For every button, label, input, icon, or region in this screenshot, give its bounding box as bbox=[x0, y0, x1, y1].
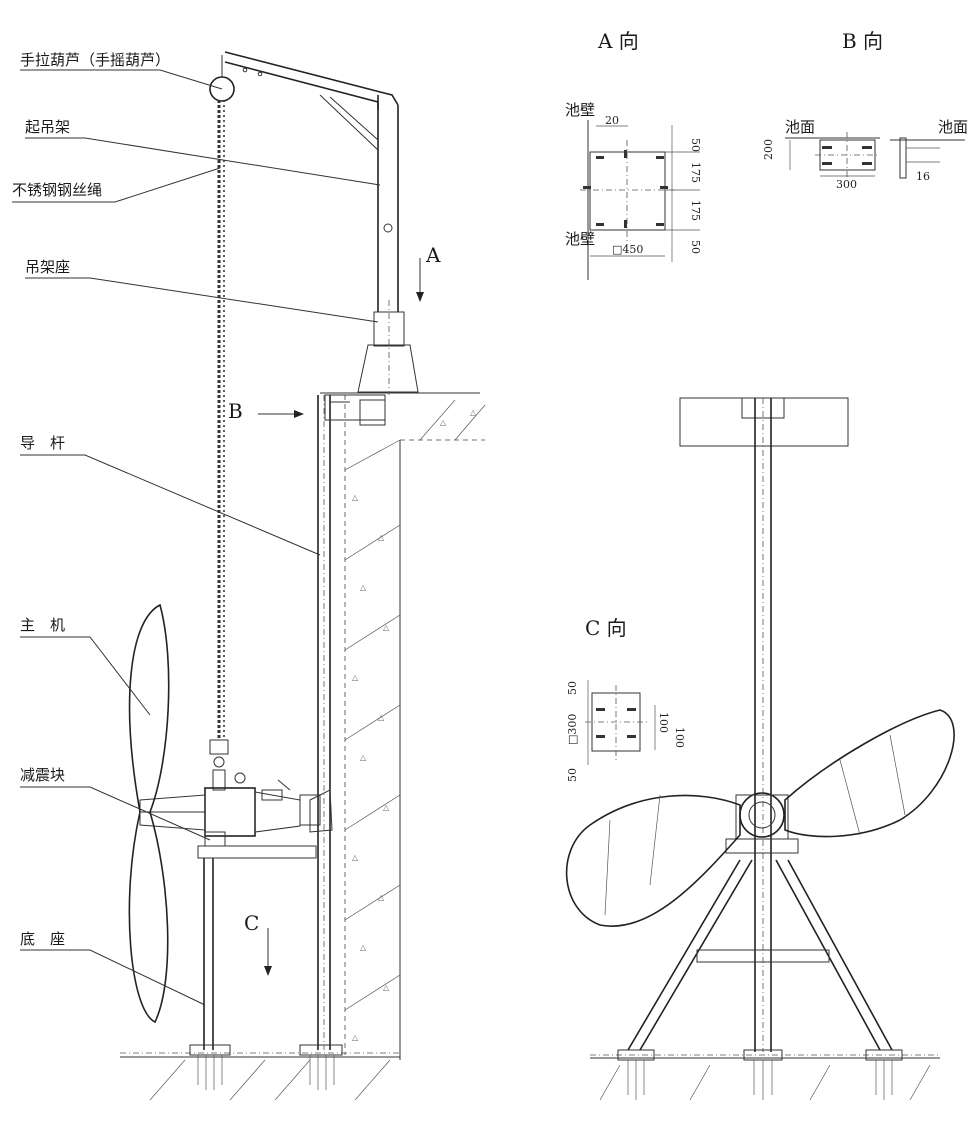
lifting-chain bbox=[217, 100, 225, 740]
dim-c-100-2: 100 bbox=[673, 727, 686, 748]
view-a: A 向 池壁 20 池壁 □450 50 175 175 50 bbox=[565, 29, 702, 280]
view-b-face-left: 池面 bbox=[785, 118, 815, 136]
view-arrow-b: B bbox=[228, 399, 304, 423]
svg-text:△: △ bbox=[378, 533, 385, 542]
label-damper: 减震块 bbox=[20, 766, 65, 784]
dim-c-300: □300 bbox=[566, 714, 579, 745]
label-frame-seat: 吊架座 bbox=[25, 258, 70, 276]
svg-text:△: △ bbox=[440, 418, 447, 427]
svg-text:△: △ bbox=[378, 713, 385, 722]
arrow-c-label: C bbox=[244, 911, 259, 935]
lifting-shackle bbox=[209, 739, 246, 791]
callouts: 手拉葫芦（手摇葫芦） 起吊架 不锈钢钢丝绳 吊架座 导 杆 主 机 减震块 底 … bbox=[12, 51, 381, 1006]
dim-b-200: 200 bbox=[762, 139, 775, 160]
view-c-plate: 50 □300 50 100 100 bbox=[566, 680, 686, 782]
svg-text:△: △ bbox=[352, 673, 359, 682]
view-c-stand bbox=[627, 859, 893, 1051]
main-unit-body bbox=[139, 779, 333, 847]
view-c-floor bbox=[590, 1049, 940, 1101]
dim-a-50-top: 50 bbox=[689, 138, 702, 152]
dim-a-175-2: 175 bbox=[689, 200, 702, 221]
side-elevation: △ △ △ △ △ △ △ △ △ △ △ △ △ △ △ bbox=[12, 51, 486, 1101]
arrow-a-label: A bbox=[425, 243, 441, 267]
svg-text:△: △ bbox=[360, 943, 367, 952]
svg-text:△: △ bbox=[360, 753, 367, 762]
dim-c-100-1: 100 bbox=[657, 712, 670, 733]
label-wire-rope: 不锈钢钢丝绳 bbox=[12, 181, 102, 199]
label-guide-rod: 导 杆 bbox=[20, 434, 65, 452]
view-b-title: B 向 bbox=[842, 29, 883, 53]
arrow-b-label: B bbox=[228, 399, 243, 423]
propeller-side bbox=[128, 603, 170, 1024]
lifting-frame bbox=[224, 51, 399, 312]
view-b: B 向 池面 池面 200 300 16 bbox=[762, 29, 968, 191]
label-lifting-frame: 起吊架 bbox=[25, 118, 70, 136]
frame-seat bbox=[357, 300, 419, 395]
svg-text:△: △ bbox=[352, 1033, 359, 1042]
view-b-face-right: 池面 bbox=[938, 118, 968, 136]
view-c-top-plate bbox=[679, 397, 849, 447]
view-arrow-c: C bbox=[244, 911, 272, 976]
dim-c-50-top: 50 bbox=[566, 681, 579, 695]
dim-a-20: 20 bbox=[605, 114, 619, 127]
view-a-title: A 向 bbox=[597, 29, 639, 53]
svg-text:△: △ bbox=[352, 853, 359, 862]
svg-text:△: △ bbox=[383, 623, 390, 632]
hoist-pulley bbox=[209, 55, 235, 102]
svg-text:△: △ bbox=[383, 803, 390, 812]
svg-text:△: △ bbox=[470, 408, 477, 417]
dim-b-300: 300 bbox=[836, 178, 857, 191]
guide-rod bbox=[299, 395, 343, 1090]
svg-text:△: △ bbox=[360, 583, 367, 592]
mixer-base bbox=[189, 845, 317, 1090]
dim-a-175-1: 175 bbox=[689, 162, 702, 183]
view-a-wall-bottom: 池壁 bbox=[565, 230, 595, 248]
dim-b-16: 16 bbox=[916, 170, 930, 183]
view-c: C 向 50 □300 50 100 100 bbox=[565, 397, 955, 1101]
dim-a-50-bottom: 50 bbox=[689, 240, 702, 254]
pool-floor bbox=[120, 1052, 400, 1101]
svg-text:△: △ bbox=[378, 893, 385, 902]
dim-a-450: □450 bbox=[612, 243, 643, 256]
view-c-motor bbox=[725, 792, 799, 854]
view-c-title: C 向 bbox=[585, 616, 627, 640]
dim-c-50-bottom: 50 bbox=[566, 768, 579, 782]
view-c-propeller bbox=[565, 709, 955, 927]
svg-text:△: △ bbox=[352, 493, 359, 502]
view-a-wall-top: 池壁 bbox=[565, 101, 595, 119]
pool-wall: △ △ △ △ △ △ △ △ △ △ △ △ △ △ △ bbox=[320, 392, 486, 1060]
svg-text:△: △ bbox=[383, 983, 390, 992]
label-main-unit: 主 机 bbox=[20, 616, 65, 634]
wall-bracket bbox=[324, 394, 386, 426]
label-chain-hoist: 手拉葫芦（手摇葫芦） bbox=[20, 51, 170, 69]
label-base: 底 座 bbox=[20, 930, 65, 948]
view-arrow-a: A bbox=[416, 243, 441, 302]
view-c-guide-rod bbox=[754, 398, 772, 1052]
